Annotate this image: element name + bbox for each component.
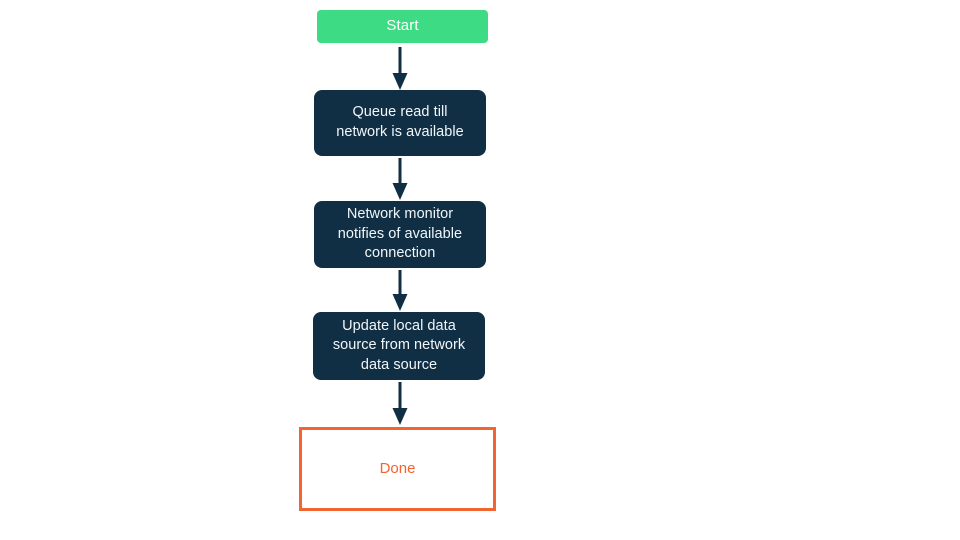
flow-node-update-local-data-source[interactable]: Update local data source from network da… xyxy=(313,312,485,380)
flow-arrow-queue-to-monitor xyxy=(388,158,412,202)
flow-node-done[interactable]: Done xyxy=(299,427,496,511)
flow-node-queue-read[interactable]: Queue read till network is available xyxy=(314,90,486,156)
flow-node-start[interactable]: Start xyxy=(317,10,488,43)
flow-node-start-label: Start xyxy=(386,17,419,35)
flow-arrow-start-to-queue xyxy=(388,47,412,92)
flow-node-update-local-data-source-label: Update local data source from network da… xyxy=(332,317,466,373)
flow-node-network-monitor-label: Network monitor notifies of available co… xyxy=(337,206,463,262)
flow-node-network-monitor[interactable]: Network monitor notifies of available co… xyxy=(314,201,486,268)
flow-arrow-update-to-done xyxy=(388,382,412,427)
flow-node-done-label: Done xyxy=(379,459,416,477)
flow-node-queue-read-label: Queue read till network is available xyxy=(336,104,464,140)
flow-arrow-monitor-to-update xyxy=(388,270,412,313)
